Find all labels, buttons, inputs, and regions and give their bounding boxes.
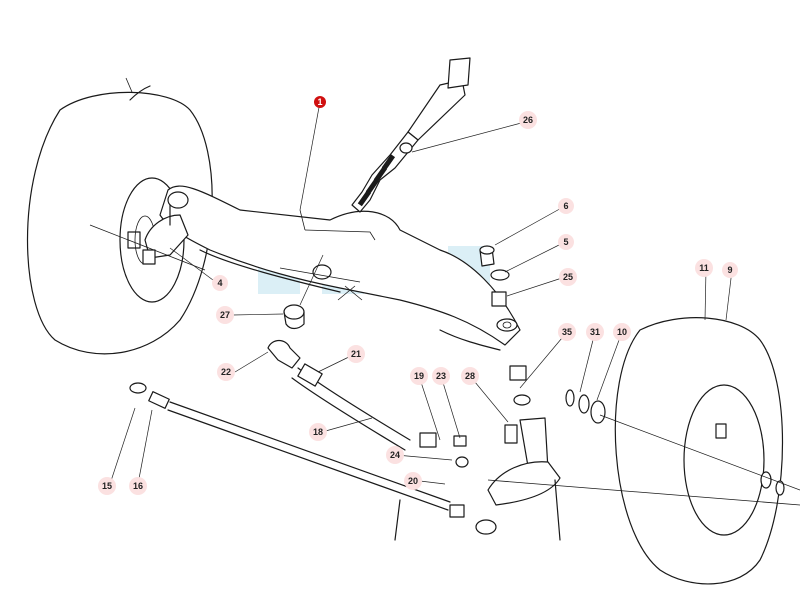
callout-25[interactable]: 25: [559, 268, 577, 286]
callout-35[interactable]: 35: [558, 323, 576, 341]
svg-text:35: 35: [562, 327, 572, 337]
svg-text:20: 20: [408, 476, 418, 486]
svg-text:11: 11: [699, 263, 709, 273]
right-spindle: [487, 365, 800, 541]
callout-28[interactable]: 28: [461, 367, 479, 385]
bushing-part: [283, 304, 305, 330]
callout-22[interactable]: 22: [217, 363, 235, 381]
callout-27[interactable]: 27: [216, 306, 234, 324]
callout-4[interactable]: 4: [212, 275, 228, 291]
svg-text:5: 5: [563, 237, 568, 247]
leader-lines: [109, 101, 733, 485]
svg-text:25: 25: [563, 272, 573, 282]
steering-shaft: [351, 57, 471, 213]
svg-text:6: 6: [563, 201, 568, 211]
callout-18[interactable]: 18: [309, 423, 327, 441]
callout-31[interactable]: 31: [586, 323, 604, 341]
left-spindle: [89, 191, 206, 271]
svg-text:18: 18: [313, 427, 323, 437]
pivot-hardware-stack: [479, 245, 518, 332]
callout-23[interactable]: 23: [432, 367, 450, 385]
drag-link: [267, 339, 469, 468]
svg-text:24: 24: [390, 450, 400, 460]
callout-11[interactable]: 11: [695, 259, 713, 277]
callout-15[interactable]: 15: [98, 477, 116, 495]
callout-1[interactable]: 1: [314, 96, 326, 108]
svg-text:21: 21: [351, 349, 361, 359]
svg-text:10: 10: [617, 327, 627, 337]
svg-text:27: 27: [220, 310, 230, 320]
callout-24[interactable]: 24: [386, 446, 404, 464]
callout-9[interactable]: 9: [722, 262, 738, 278]
svg-text:23: 23: [436, 371, 446, 381]
svg-text:31: 31: [590, 327, 600, 337]
callout-20[interactable]: 20: [404, 472, 422, 490]
callout-10[interactable]: 10: [613, 323, 631, 341]
callout-21[interactable]: 21: [347, 345, 365, 363]
svg-text:1: 1: [317, 97, 322, 107]
callout-19[interactable]: 19: [410, 367, 428, 385]
svg-text:16: 16: [133, 481, 143, 491]
callout-26[interactable]: 26: [519, 111, 537, 129]
svg-text:22: 22: [221, 367, 231, 377]
callouts: 1 26 6 5 25 4 27 11: [98, 96, 738, 495]
svg-text:9: 9: [727, 265, 732, 275]
front-axle-beam: [159, 185, 521, 351]
callout-16[interactable]: 16: [129, 477, 147, 495]
tie-rod: [129, 382, 497, 541]
svg-text:19: 19: [414, 371, 424, 381]
svg-text:26: 26: [523, 115, 533, 125]
callout-5[interactable]: 5: [558, 234, 574, 250]
svg-text:28: 28: [465, 371, 475, 381]
right-tire: [599, 317, 800, 585]
svg-text:4: 4: [217, 278, 222, 288]
callout-6[interactable]: 6: [558, 198, 574, 214]
wheel-washers: [565, 389, 606, 424]
svg-text:15: 15: [102, 481, 112, 491]
